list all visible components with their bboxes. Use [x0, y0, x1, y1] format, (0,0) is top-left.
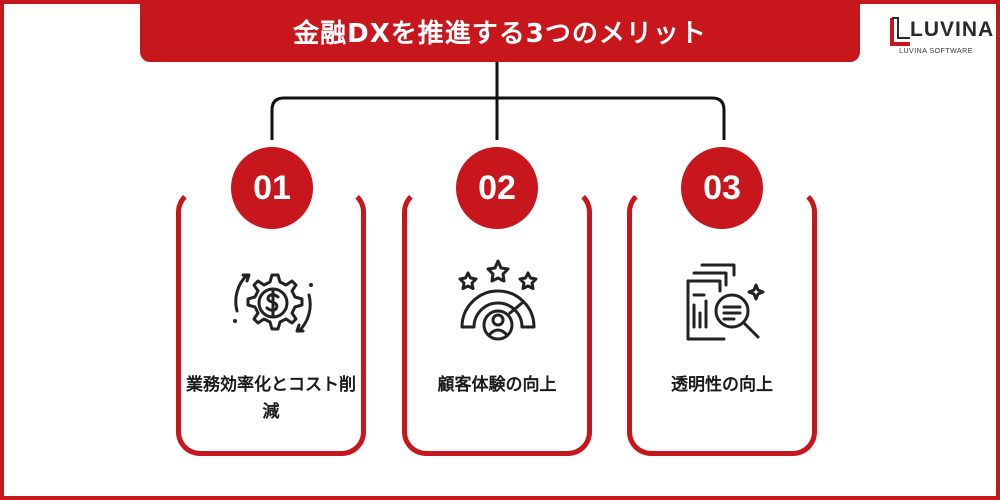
number-badge-1: 01 — [226, 142, 318, 234]
number-text: 03 — [703, 168, 741, 207]
card-label-2: 顧客体験の向上 — [437, 375, 557, 395]
gear-dollar-icon — [233, 273, 313, 333]
card-label-1: 業務効率化とコスト削減 — [186, 375, 356, 422]
number-badge-2: 02 — [451, 142, 543, 234]
number-text: 01 — [253, 168, 291, 207]
title-banner: 金融DXを推進する3つのメリット — [140, 0, 860, 62]
logo-text: LUVINA — [910, 18, 995, 41]
brand-logo: LUVINA LUVINA SOFTWARE — [890, 16, 993, 64]
connector-lines — [270, 62, 726, 140]
page-title: 金融DXを推進する3つのメリット — [293, 18, 707, 49]
number-badge-3: 03 — [676, 142, 768, 234]
logo-mark-icon — [890, 17, 910, 46]
card-label-3: 透明性の向上 — [671, 375, 773, 395]
number-text: 02 — [478, 168, 516, 207]
satisfaction-gauge-icon — [458, 259, 538, 341]
document-magnifier-icon — [686, 263, 765, 341]
logo-tagline: LUVINA SOFTWARE — [899, 48, 973, 55]
